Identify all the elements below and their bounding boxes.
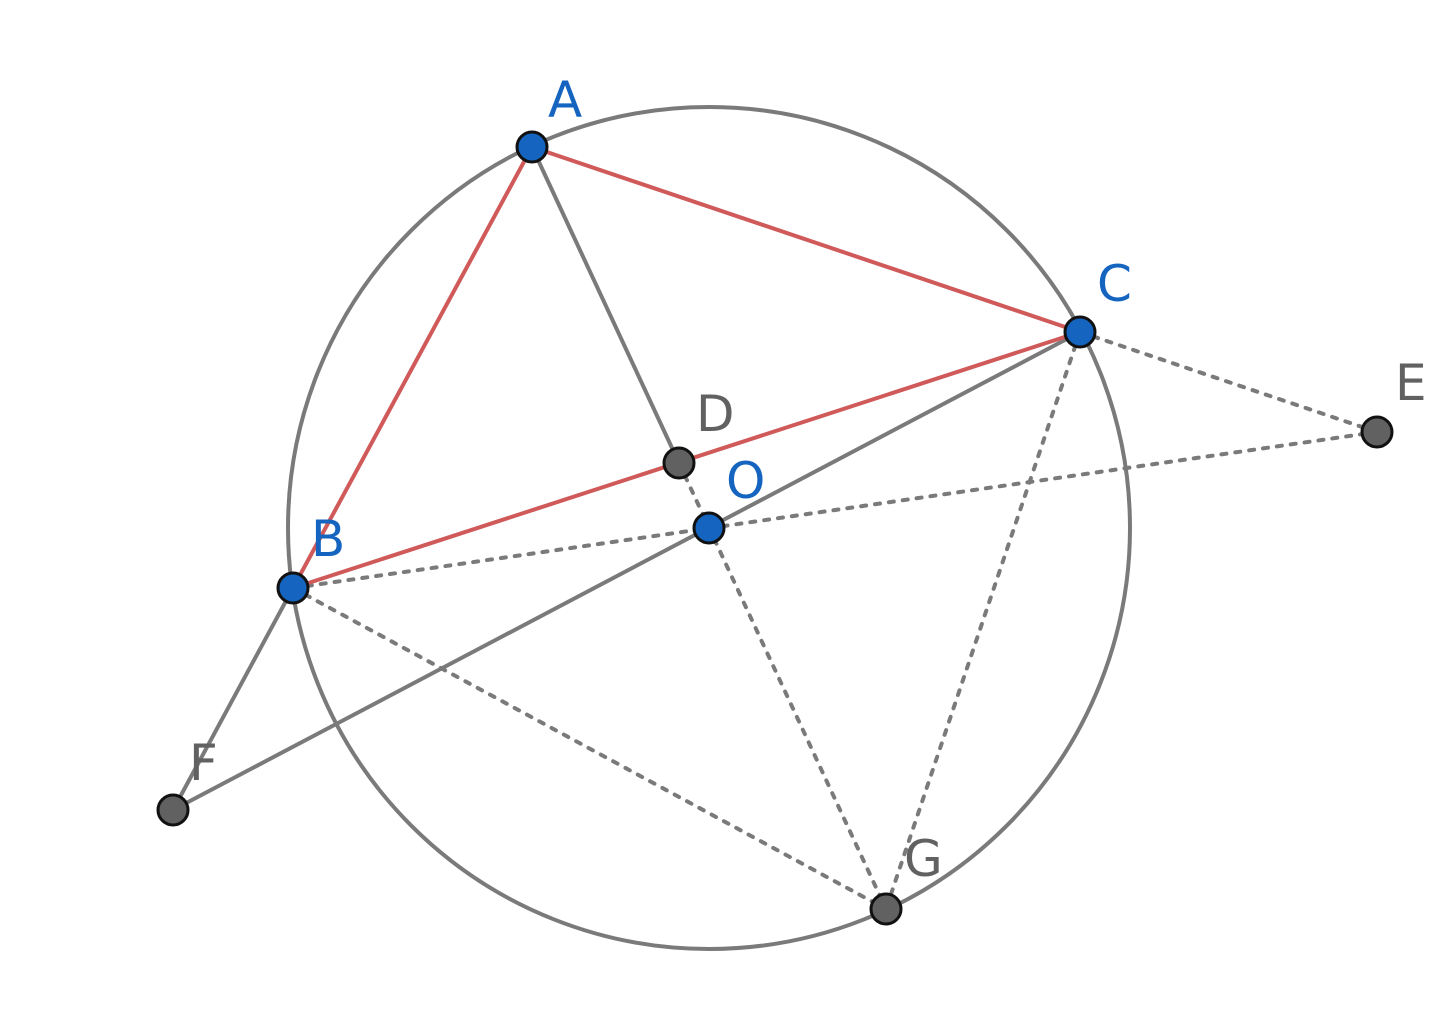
point-labels: A B C D O E F G	[189, 71, 1427, 888]
point-e-marker[interactable]	[1360, 415, 1394, 449]
point-o-label: O	[726, 452, 765, 510]
side-a-b	[291, 145, 534, 590]
segment-c-f	[171, 330, 1082, 812]
point-a-label: A	[548, 71, 582, 129]
point-g-marker[interactable]	[869, 892, 903, 926]
triangle-abc	[291, 145, 1082, 590]
point-b-marker[interactable]	[276, 571, 310, 605]
segment-b-f	[171, 586, 295, 812]
point-markers	[156, 130, 1394, 926]
point-c-label: C	[1097, 255, 1132, 313]
point-c-marker[interactable]	[1063, 315, 1097, 349]
segment-a-d	[530, 145, 681, 465]
side-c-a	[530, 145, 1082, 334]
point-e-label: E	[1395, 354, 1427, 412]
solid-segments	[171, 145, 1082, 812]
dotted-segments	[291, 330, 1379, 911]
point-a-marker[interactable]	[515, 130, 549, 164]
point-f-label: F	[189, 734, 218, 792]
point-f-marker[interactable]	[156, 793, 190, 827]
point-b-label: B	[311, 510, 345, 568]
point-d-marker[interactable]	[662, 446, 696, 480]
segment-c-g	[884, 330, 1082, 911]
point-d-label: D	[696, 385, 735, 443]
point-o-marker[interactable]	[692, 511, 726, 545]
segment-c-e	[1078, 330, 1379, 434]
segment-b-g	[291, 586, 888, 911]
segment-b-e	[291, 430, 1379, 590]
segment-d-g	[677, 461, 888, 911]
point-g-label: G	[904, 830, 943, 888]
circumcircle	[286, 105, 1132, 951]
